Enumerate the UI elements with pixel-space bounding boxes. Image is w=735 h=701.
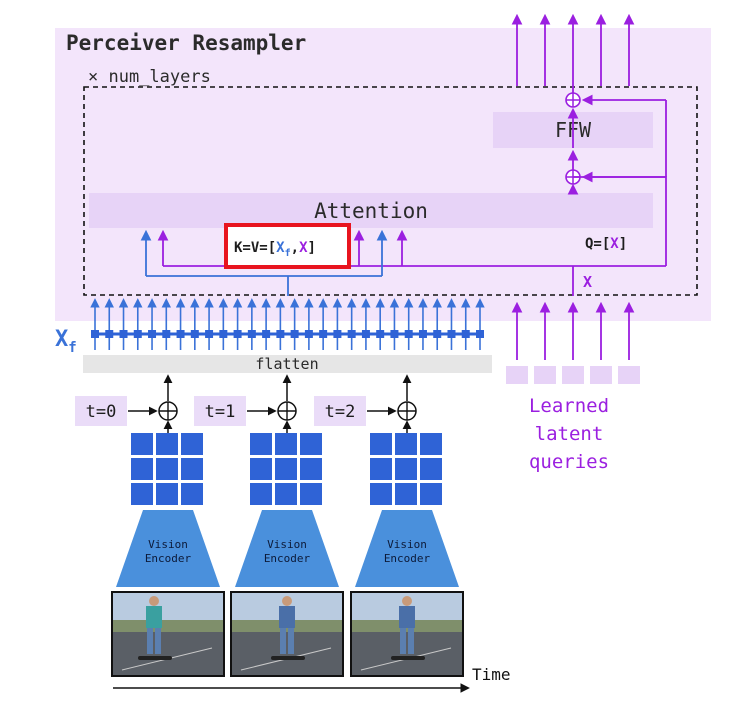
latent-queries-label-line1: Learned bbox=[529, 395, 609, 417]
feature-tile bbox=[300, 433, 322, 455]
feature-tile bbox=[370, 458, 392, 480]
time-label: Time bbox=[472, 665, 511, 684]
feature-tile bbox=[370, 483, 392, 505]
xf-flow bbox=[140, 229, 388, 296]
xf-token-column bbox=[90, 298, 485, 350]
feature-tile bbox=[250, 483, 272, 505]
time-step-box bbox=[194, 396, 246, 426]
feature-tile bbox=[420, 458, 442, 480]
attention-block bbox=[89, 193, 653, 228]
kv-highlight-box bbox=[224, 223, 351, 269]
xf-side-label: Xf bbox=[55, 327, 77, 356]
encoder-label-line2: Encoder bbox=[384, 552, 431, 565]
latent-query-token bbox=[534, 366, 556, 384]
video-frame bbox=[230, 591, 344, 677]
feature-tile bbox=[275, 458, 297, 480]
feature-tile bbox=[395, 483, 417, 505]
q-label: Q=[X] bbox=[585, 236, 627, 252]
time-step-label: t=1 bbox=[205, 402, 236, 422]
feature-tile bbox=[300, 483, 322, 505]
feature-tile bbox=[300, 458, 322, 480]
feature-tile bbox=[181, 458, 203, 480]
attention-label: Attention bbox=[314, 199, 428, 223]
latent-query-token bbox=[618, 366, 640, 384]
feature-tile bbox=[420, 433, 442, 455]
vision-encoder bbox=[355, 510, 459, 587]
feature-tile bbox=[131, 433, 153, 455]
feature-tile bbox=[156, 433, 178, 455]
vision-encoder bbox=[235, 510, 339, 587]
encoder-label-line1: Vision bbox=[148, 538, 188, 551]
video-frame bbox=[111, 591, 225, 677]
encoder-label-line1: Vision bbox=[267, 538, 307, 551]
output-arrows bbox=[511, 13, 635, 93]
timestep-columns: t=0VisionEncodert=1VisionEncodert=2Visio… bbox=[75, 374, 464, 677]
feature-tile bbox=[275, 483, 297, 505]
latent-queries-label-line2: latent bbox=[535, 423, 604, 445]
kv-label: K=V=[Xf,X] bbox=[234, 240, 316, 259]
feature-tile bbox=[181, 483, 203, 505]
latent-query-token bbox=[562, 366, 584, 384]
feature-tile bbox=[370, 433, 392, 455]
time-step-label: t=0 bbox=[86, 402, 117, 422]
flatten-label: flatten bbox=[255, 355, 318, 373]
feature-tile bbox=[395, 433, 417, 455]
feature-tile bbox=[156, 458, 178, 480]
residual-plus-top bbox=[565, 92, 581, 108]
feature-tile bbox=[156, 483, 178, 505]
time-step-box bbox=[314, 396, 366, 426]
time-step-label: t=2 bbox=[325, 402, 356, 422]
feature-tile bbox=[131, 458, 153, 480]
feature-tile bbox=[275, 433, 297, 455]
flatten-bar bbox=[83, 355, 492, 373]
encoder-label-line2: Encoder bbox=[264, 552, 311, 565]
feature-tile bbox=[181, 433, 203, 455]
x-label: X bbox=[583, 273, 592, 291]
encoder-label-line2: Encoder bbox=[145, 552, 192, 565]
video-frame bbox=[350, 591, 464, 677]
feature-tile bbox=[420, 483, 442, 505]
feature-tile bbox=[250, 458, 272, 480]
time-step-box bbox=[75, 396, 127, 426]
encoder-label-line1: Vision bbox=[387, 538, 427, 551]
latent-query-token bbox=[590, 366, 612, 384]
feature-tile bbox=[395, 458, 417, 480]
layer-dashed-box bbox=[83, 86, 698, 296]
feature-tile bbox=[250, 433, 272, 455]
feature-tile bbox=[131, 483, 153, 505]
num-layers-label: × num_layers bbox=[88, 67, 211, 87]
vision-encoder bbox=[116, 510, 220, 587]
latent-query-tokens bbox=[506, 301, 640, 384]
latent-query-token bbox=[506, 366, 528, 384]
latent-queries-label-line3: queries bbox=[529, 451, 609, 473]
resampler-title: Perceiver Resampler bbox=[66, 31, 306, 55]
